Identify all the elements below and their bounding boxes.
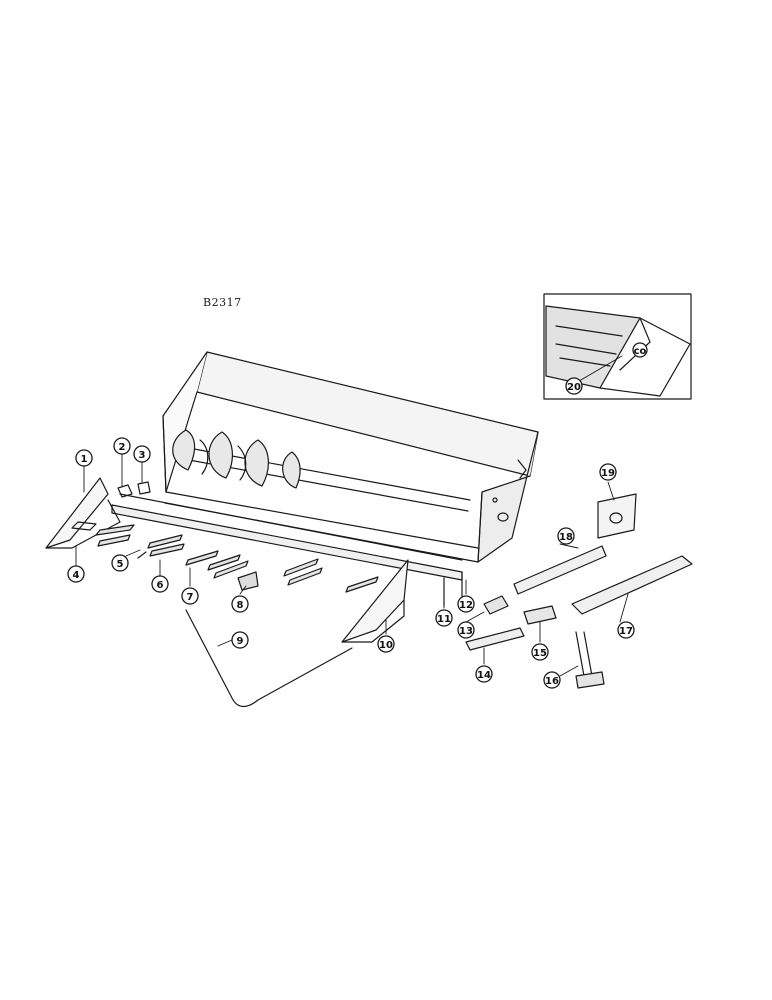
callout-11: 11	[437, 614, 451, 625]
callout-12: 12	[459, 600, 473, 611]
callout-circle-inset	[632, 342, 648, 358]
callout-4: 4	[73, 570, 80, 581]
callout-circle-7	[181, 587, 199, 605]
callout-1: 1	[81, 454, 88, 465]
part-13	[483, 595, 509, 615]
cutter-bar	[111, 493, 463, 581]
callout-circle-15	[531, 643, 549, 661]
callout-circle-19	[599, 463, 617, 481]
leader-lines	[75, 355, 629, 677]
callout-14: 14	[477, 670, 491, 681]
callout-18: 18	[559, 532, 573, 543]
part-18	[513, 545, 607, 595]
callout-13: 13	[459, 626, 473, 637]
callout-10: 10	[379, 640, 393, 651]
part-16	[575, 631, 605, 689]
knife-sections	[71, 521, 379, 593]
callout-3: 3	[139, 450, 146, 461]
callout-circle-13	[457, 621, 475, 639]
callout-circle-18	[557, 527, 575, 545]
callout-16: 16	[545, 676, 559, 687]
callout-2: 2	[119, 442, 126, 453]
callout-circle-14	[475, 665, 493, 683]
callout-circle-4	[67, 565, 85, 583]
callout-20: 20	[567, 382, 581, 393]
left-divider	[45, 477, 121, 549]
part-17	[571, 555, 693, 615]
callout-circle-9	[231, 631, 249, 649]
callout-circle-6a	[151, 575, 169, 593]
callout-9: 9	[237, 636, 244, 647]
part-19	[597, 493, 637, 539]
part-8	[237, 571, 259, 591]
callout-circle-17	[617, 621, 635, 639]
callout-circle-2	[113, 437, 131, 455]
callout-7: 7	[187, 592, 194, 603]
callout-circle-1	[75, 449, 93, 467]
callout-circle-3	[133, 445, 151, 463]
callout-15: 15	[533, 648, 547, 659]
callout-numbers: 1 2 3 4 5 6 7 8 9 10 11 12 13 14 15 16 1…	[73, 346, 647, 687]
callout-circle-12	[457, 595, 475, 613]
callout-circle-20	[565, 377, 583, 395]
callout-6: 6	[157, 580, 164, 591]
part-15	[523, 605, 557, 625]
callout-circle-11	[435, 609, 453, 627]
drawing-id: B2317	[203, 296, 242, 309]
callout-circle-10	[377, 635, 395, 653]
callout-19: 19	[601, 468, 615, 479]
part-14	[465, 627, 525, 651]
callout-circle-5	[111, 554, 129, 572]
auger	[172, 429, 471, 512]
part-2	[117, 484, 133, 498]
callout-circle-16	[543, 671, 561, 689]
callout-inset-mark: co	[634, 346, 647, 357]
callout-8: 8	[237, 600, 244, 611]
callout-17: 17	[619, 626, 633, 637]
callout-circles	[67, 342, 648, 689]
callout-5: 5	[117, 559, 124, 570]
knife-back	[185, 609, 353, 708]
right-divider	[341, 559, 409, 643]
callout-circle-8	[231, 595, 249, 613]
part-3	[137, 481, 151, 495]
